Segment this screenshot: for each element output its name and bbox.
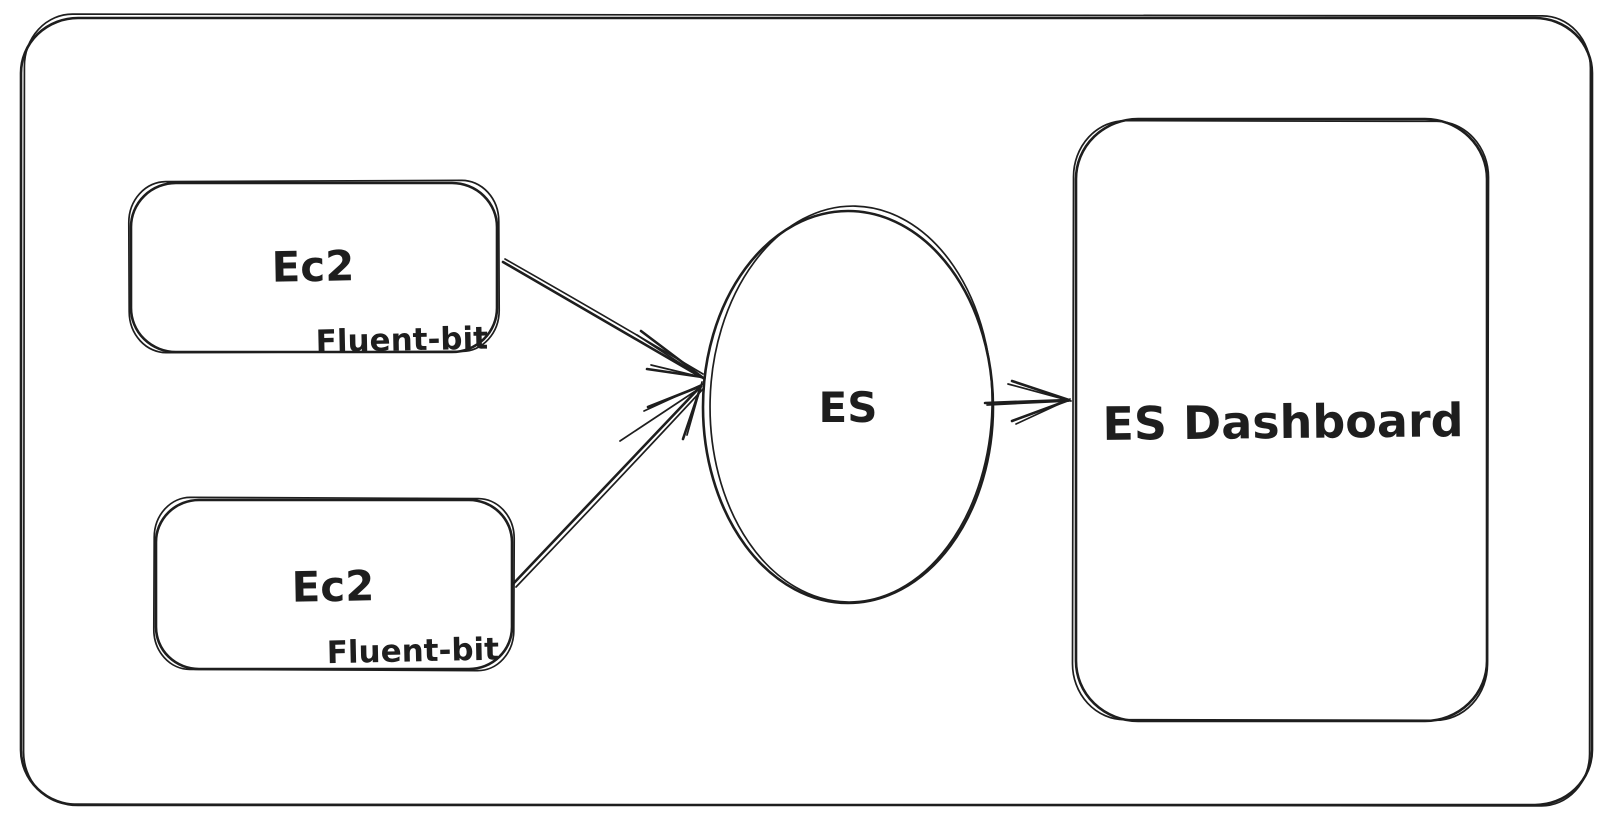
ec2-node-top: Ec2 Fluent-bit [127,179,501,361]
es-ellipse [701,209,995,605]
ec2-top-label: Ec2 [271,241,355,291]
outer-frame [19,13,1594,807]
arrow-ec2top-to-es [501,258,706,380]
arrow-shaft [983,398,1070,405]
arrow-es-to-dashboard [983,379,1072,425]
es-ellipse-overstroke [709,205,993,603]
arrow-ec2bottom-to-es [511,381,704,588]
arrow-shaft-overstroke [515,388,704,588]
es-label: ES [819,383,878,432]
es-dashboard-node: ES Dashboard [1071,117,1490,723]
ec2-bottom-label: Ec2 [291,561,375,611]
es-dashboard-box [1074,117,1489,723]
es-node: ES [701,205,995,605]
outer-frame-border-overstroke [22,13,1592,807]
ec2-top-box-overstroke [127,179,501,354]
arrowhead-overstroke [636,334,706,380]
ec2-bottom-sublabel: Fluent-bit [326,632,499,672]
es-dashboard-label: ES Dashboard [1102,393,1464,451]
arrow-shaft-overstroke [986,400,1070,406]
ec2-top-sublabel: Fluent-bit [315,321,488,361]
arrowhead-overstroke [619,381,704,442]
arrowhead-overstroke [1007,383,1072,425]
ec2-node-bottom: Ec2 Fluent-bit [152,496,516,672]
arrow-shaft [501,260,703,379]
arrow-shaft [511,384,703,586]
es-dashboard-box-overstroke [1071,119,1490,722]
